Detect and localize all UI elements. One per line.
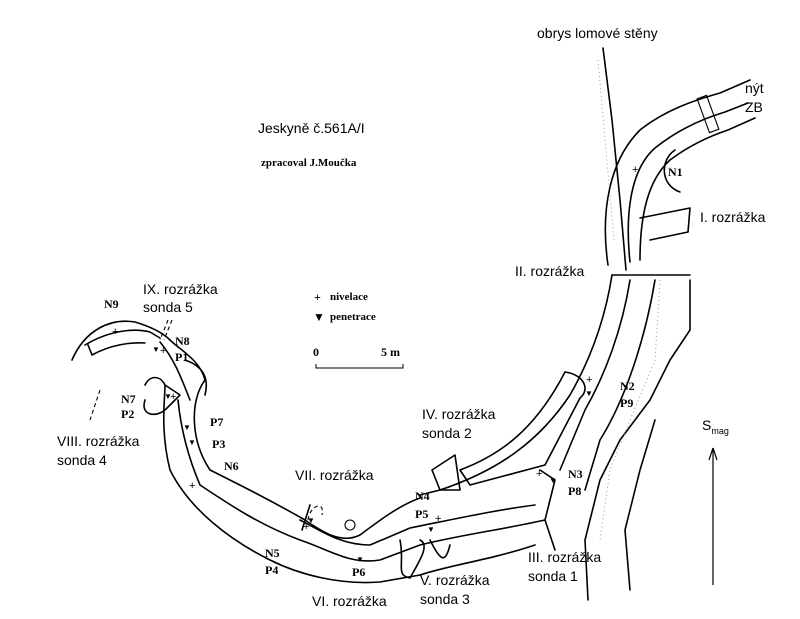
svg-text:+: + [586, 374, 592, 386]
passage-upper [604, 79, 756, 276]
wall-outline-label: obrys lomové stěny [537, 25, 658, 41]
north-label: S [702, 417, 711, 433]
trench-v-label: V. rozrážka [420, 572, 490, 588]
svg-text:▼: ▼ [188, 438, 196, 447]
point-p3: P3 [212, 437, 225, 451]
svg-text:+: + [303, 521, 309, 533]
svg-text:▼: ▼ [152, 345, 160, 354]
scale-bar [315, 364, 404, 369]
passage-left [71, 319, 207, 421]
svg-text:▼: ▼ [356, 555, 364, 564]
svg-text:+: + [536, 468, 542, 480]
svg-text:+: + [632, 164, 638, 176]
legend-plus-icon: + [314, 290, 321, 304]
point-n8: N8 [175, 334, 190, 348]
svg-text:+: + [170, 391, 176, 403]
north-arrow: Smag [702, 417, 729, 585]
point-n7: N7 [121, 392, 136, 406]
trench-iii-label: III. rozrážka [528, 549, 601, 565]
map-title: Jeskyně č.561A/I [258, 120, 365, 136]
stalagmite-icon [344, 519, 356, 531]
svg-text:▼: ▼ [307, 516, 315, 525]
scale-start: 0 [313, 345, 319, 359]
legend-label-nivelace: nivelace [330, 291, 368, 303]
point-n5: N5 [265, 546, 280, 560]
svg-text:Smag: Smag [702, 417, 729, 436]
point-p4: P4 [265, 563, 278, 577]
point-p9: P9 [620, 396, 633, 410]
rivet-label-line1: nýt [745, 80, 764, 96]
point-p1: P1 [175, 350, 188, 364]
trench-vi-label: VI. rozrážka [312, 593, 387, 609]
svg-text:▼: ▼ [164, 392, 172, 401]
trench-vii-label: VII. rozrážka [295, 467, 374, 483]
point-p2: P2 [121, 407, 134, 421]
point-p5: P5 [415, 507, 428, 521]
legend-triangle-icon: ▼ [313, 310, 325, 324]
point-p6: P6 [352, 565, 365, 579]
trench-iii-sonda: sonda 1 [528, 568, 578, 584]
survey-markers: ++▼ +▼ +▼ +▼ ▼ +▼▼ +▼ +▼ + [112, 164, 638, 564]
trench-iv-sonda: sonda 2 [422, 425, 472, 441]
point-n9: N9 [104, 297, 119, 311]
trench-ix-sonda: sonda 5 [143, 299, 193, 315]
quarry-wall-outline [584, 47, 691, 601]
point-n2: N2 [620, 379, 635, 393]
map-author: zpracoval J.Moučka [261, 157, 357, 169]
svg-text:+: + [160, 345, 166, 357]
point-n1: N1 [668, 165, 683, 179]
svg-text:+: + [189, 480, 195, 492]
point-n6: N6 [224, 459, 239, 473]
trench-viii-sonda: sonda 4 [57, 452, 107, 468]
scale-end: 5 m [381, 345, 400, 359]
svg-text:▼: ▼ [183, 423, 191, 432]
svg-text:▼: ▼ [585, 389, 593, 398]
passage-main [162, 274, 656, 584]
trench-ix-label: IX. rozrážka [143, 281, 218, 297]
rivet-label-line2: ZB [745, 99, 763, 115]
svg-text:▼: ▼ [427, 525, 435, 534]
trench-v-sonda: sonda 3 [420, 591, 470, 607]
north-subscript: mag [711, 426, 729, 436]
trench-i-label: I. rozrážka [700, 209, 766, 225]
point-p8: P8 [568, 484, 581, 498]
point-n3: N3 [568, 467, 583, 481]
legend-label-penetrace: penetrace [330, 311, 376, 323]
rivet-marker [696, 94, 720, 134]
legend: + nivelace ▼ penetrace 0 5 m [313, 290, 404, 369]
trench-viii-label: VIII. rozrážka [57, 433, 140, 449]
point-n4: N4 [415, 489, 430, 503]
svg-text:+: + [112, 326, 118, 338]
point-p7: P7 [210, 415, 223, 429]
trench-iv-label: IV. rozrážka [422, 406, 496, 422]
trench-ii-label: II. rozrážka [515, 263, 584, 279]
svg-text:▼: ▼ [549, 476, 557, 485]
svg-text:+: + [435, 513, 441, 525]
